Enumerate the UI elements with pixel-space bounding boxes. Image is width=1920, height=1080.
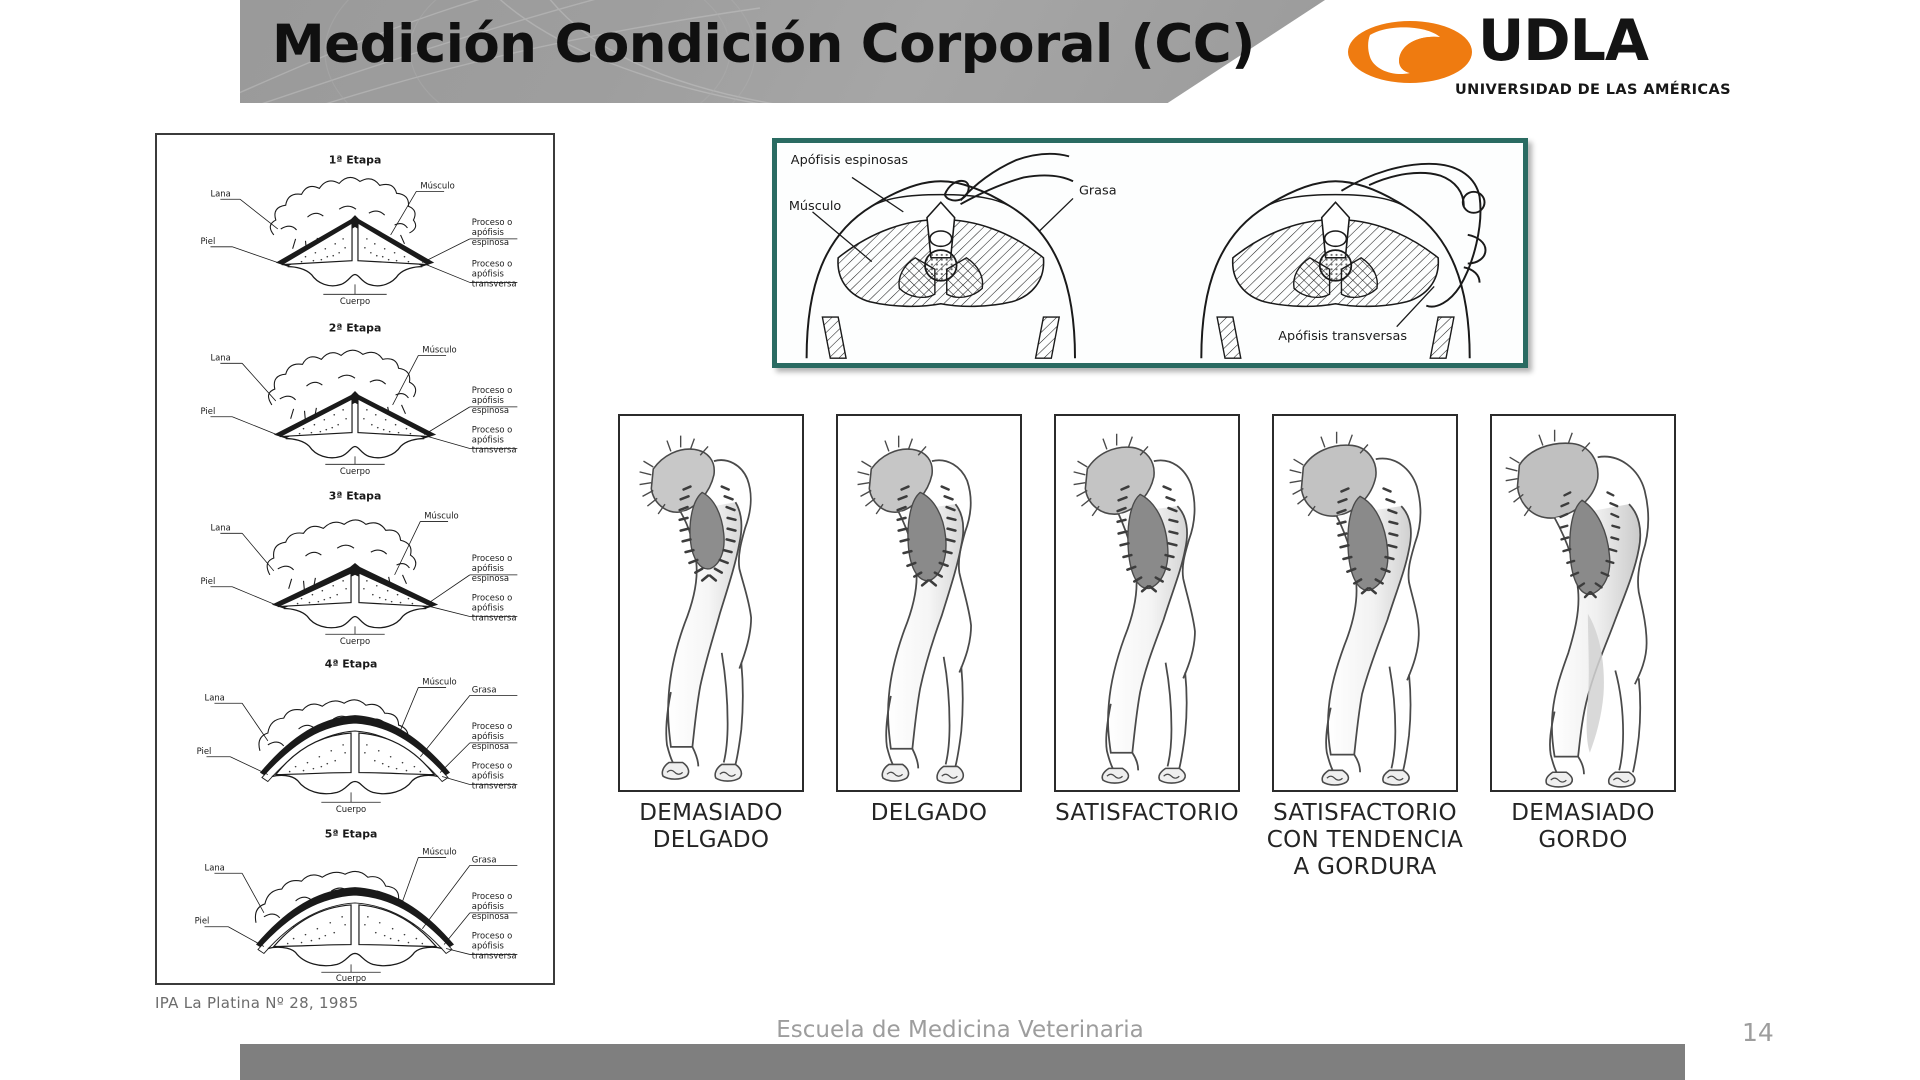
stage-4-label-cuerpo: Cuerpo [336,804,366,814]
palpation-label-transverse: Apófisis transversas [1278,328,1407,343]
stage-4-label-grasa: Grasa [472,684,497,694]
stage-5-label-piel: Piel [195,916,210,926]
palpation-diagram: Apófisis espinosas Músculo Grasa Apófisi… [772,138,1528,368]
condition-caption-3-line1: SATISFACTORIO [1055,800,1239,826]
condition-caption-2: DELGADO [824,800,1034,827]
slide-page-number: 14 [1742,1018,1774,1047]
stage-4-label-piel: Piel [197,746,212,756]
palpation-label-fat: Grasa [1079,183,1117,198]
stage-1-label-cuerpo: Cuerpo [340,296,370,306]
palpation-label-muscle: Músculo [789,198,842,213]
udla-wordmark: UDLA [1478,8,1649,74]
palpation-label-spinous: Apófisis espinosas [791,152,908,167]
stage-4-diagram: 4ª Etapa [157,647,553,815]
condition-caption-2-line1: DELGADO [870,800,988,826]
stage-5-label-musculo: Músculo [422,846,456,856]
condition-frame-2 [836,414,1022,792]
condition-caption-3: SATISFACTORIO [1042,800,1252,827]
stage-1-diagram: 1ª Etapa [157,143,553,311]
stage-5-title: 5ª Etapa [325,828,378,841]
condition-item-5: DEMASIADO GORDO [1490,414,1676,853]
condition-caption-5: DEMASIADO GORDO [1478,800,1688,854]
condition-caption-1-line1: DEMASIADO [639,800,783,826]
condition-caption-5-line2: GORDO [1538,826,1628,853]
stage-2-title: 2ª Etapa [329,322,382,335]
stage-1-label-lana: Lana [210,188,230,198]
stage-3-label-musculo: Músculo [424,510,458,520]
udla-swoosh-icon [1348,21,1472,83]
stage-2-diagram: 2ª Etapa [157,311,553,479]
stage-1-title: 1ª Etapa [329,154,382,167]
udla-logo: UDLA [1348,13,1658,95]
condition-frame-4 [1272,414,1458,792]
condition-item-2: DELGADO [836,414,1022,826]
condition-caption-1-line2: DELGADO [652,826,770,853]
condition-frame-1 [618,414,804,792]
stage-2-label-cuerpo: Cuerpo [340,466,370,476]
stage-2-label-piel: Piel [201,406,216,416]
stage-4-title: 4ª Etapa [325,658,378,671]
stage-5-label-lana: Lana [205,862,225,872]
stage-1-label-piel: Piel [201,236,216,246]
condition-item-4: SATISFACTORIO CON TENDENCIA A GORDURA [1267,414,1463,880]
stage-3-label-lana: Lana [210,522,230,532]
stage-5-label-grasa: Grasa [472,854,497,864]
condition-item-3: SATISFACTORIO [1054,414,1240,826]
plate-source-caption: IPA La Platina Nº 28, 1985 [155,994,359,1012]
stage-3-label-cuerpo: Cuerpo [340,636,370,646]
wool-cross-section-plate: 1ª Etapa [155,133,555,985]
stage-3-title: 3ª Etapa [329,490,382,503]
condition-frame-5 [1490,414,1676,792]
stage-4-label-lana: Lana [205,692,225,702]
stage-5-label-cuerpo: Cuerpo [336,973,366,983]
footer-school-name: Escuela de Medicina Veterinaria [776,1017,1144,1043]
header-banner [240,0,1325,103]
condition-caption-4-line1: SATISFACTORIO [1273,800,1457,826]
condition-frame-3 [1054,414,1240,792]
stage-4-label-musculo: Músculo [422,676,456,686]
stage-2-label-lana: Lana [210,352,230,362]
condition-caption-5-line1: DEMASIADO [1511,800,1655,826]
condition-caption-1: DEMASIADO DELGADO [606,800,816,854]
condition-caption-4-line2: CON TENDENCIA [1266,826,1464,853]
stage-2-label-musculo: Músculo [422,344,456,354]
condition-item-1: DEMASIADO DELGADO [618,414,804,853]
stage-5-diagram: 5ª Etapa [157,815,553,983]
body-condition-scale: DEMASIADO DELGADO [618,414,1678,880]
stage-1-label-musculo: Músculo [420,180,454,190]
stage-3-diagram: 3ª Etapa [157,479,553,647]
footer-bar [240,1044,1685,1080]
condition-caption-4: SATISFACTORIO CON TENDENCIA A GORDURA [1260,800,1470,881]
header-swirl-decoration [240,0,801,103]
slide-title: Medición Condición Corporal (CC) [272,14,1255,75]
udla-subtitle: UNIVERSIDAD DE LAS AMÉRICAS [1455,82,1731,98]
condition-caption-4-line3: A GORDURA [1293,853,1437,880]
stage-3-label-piel: Piel [201,576,216,586]
